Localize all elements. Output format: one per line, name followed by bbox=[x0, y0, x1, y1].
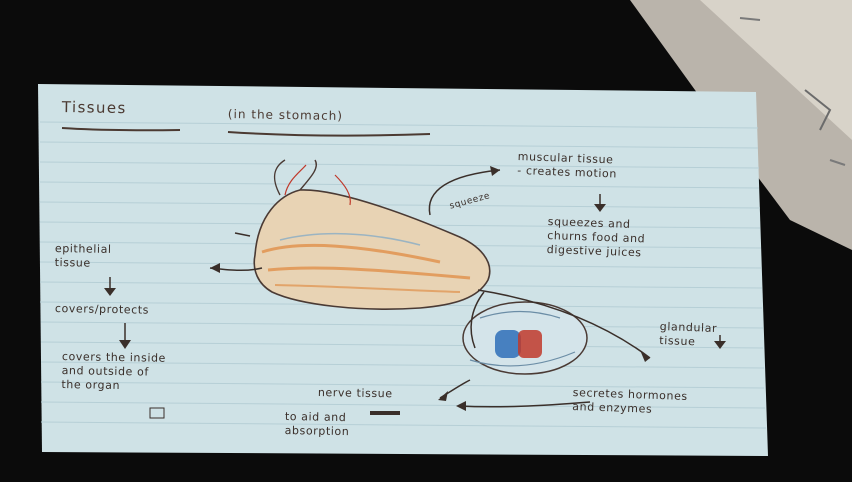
label-line: epithelial bbox=[55, 242, 112, 257]
lines-organ-label: covers the inside and outside of the org… bbox=[61, 350, 166, 394]
covers-protects-label: covers/protects bbox=[55, 302, 149, 318]
card-title: Tissues bbox=[62, 100, 127, 115]
glandular-tissue-label: glandular tissue bbox=[659, 320, 717, 350]
label-line: the organ bbox=[61, 378, 165, 394]
epithelial-tissue-label: epithelial tissue bbox=[55, 242, 112, 271]
aid-absorption-label: to aid and absorption bbox=[285, 410, 350, 439]
label-line: absorption bbox=[285, 424, 350, 439]
card-subtitle: (in the stomach) bbox=[228, 107, 343, 123]
label-line: to aid and bbox=[285, 410, 350, 425]
secretes-label: secretes hormones and enzymes bbox=[572, 386, 688, 418]
nerve-tissue-label: nerve tissue bbox=[318, 386, 393, 401]
squeezes-label: squeezes and churns food and digestive j… bbox=[547, 215, 646, 260]
label-line: tissue bbox=[659, 334, 717, 350]
muscular-tissue-label: muscular tissue - creates motion bbox=[517, 150, 618, 181]
label-line: tissue bbox=[55, 256, 112, 271]
